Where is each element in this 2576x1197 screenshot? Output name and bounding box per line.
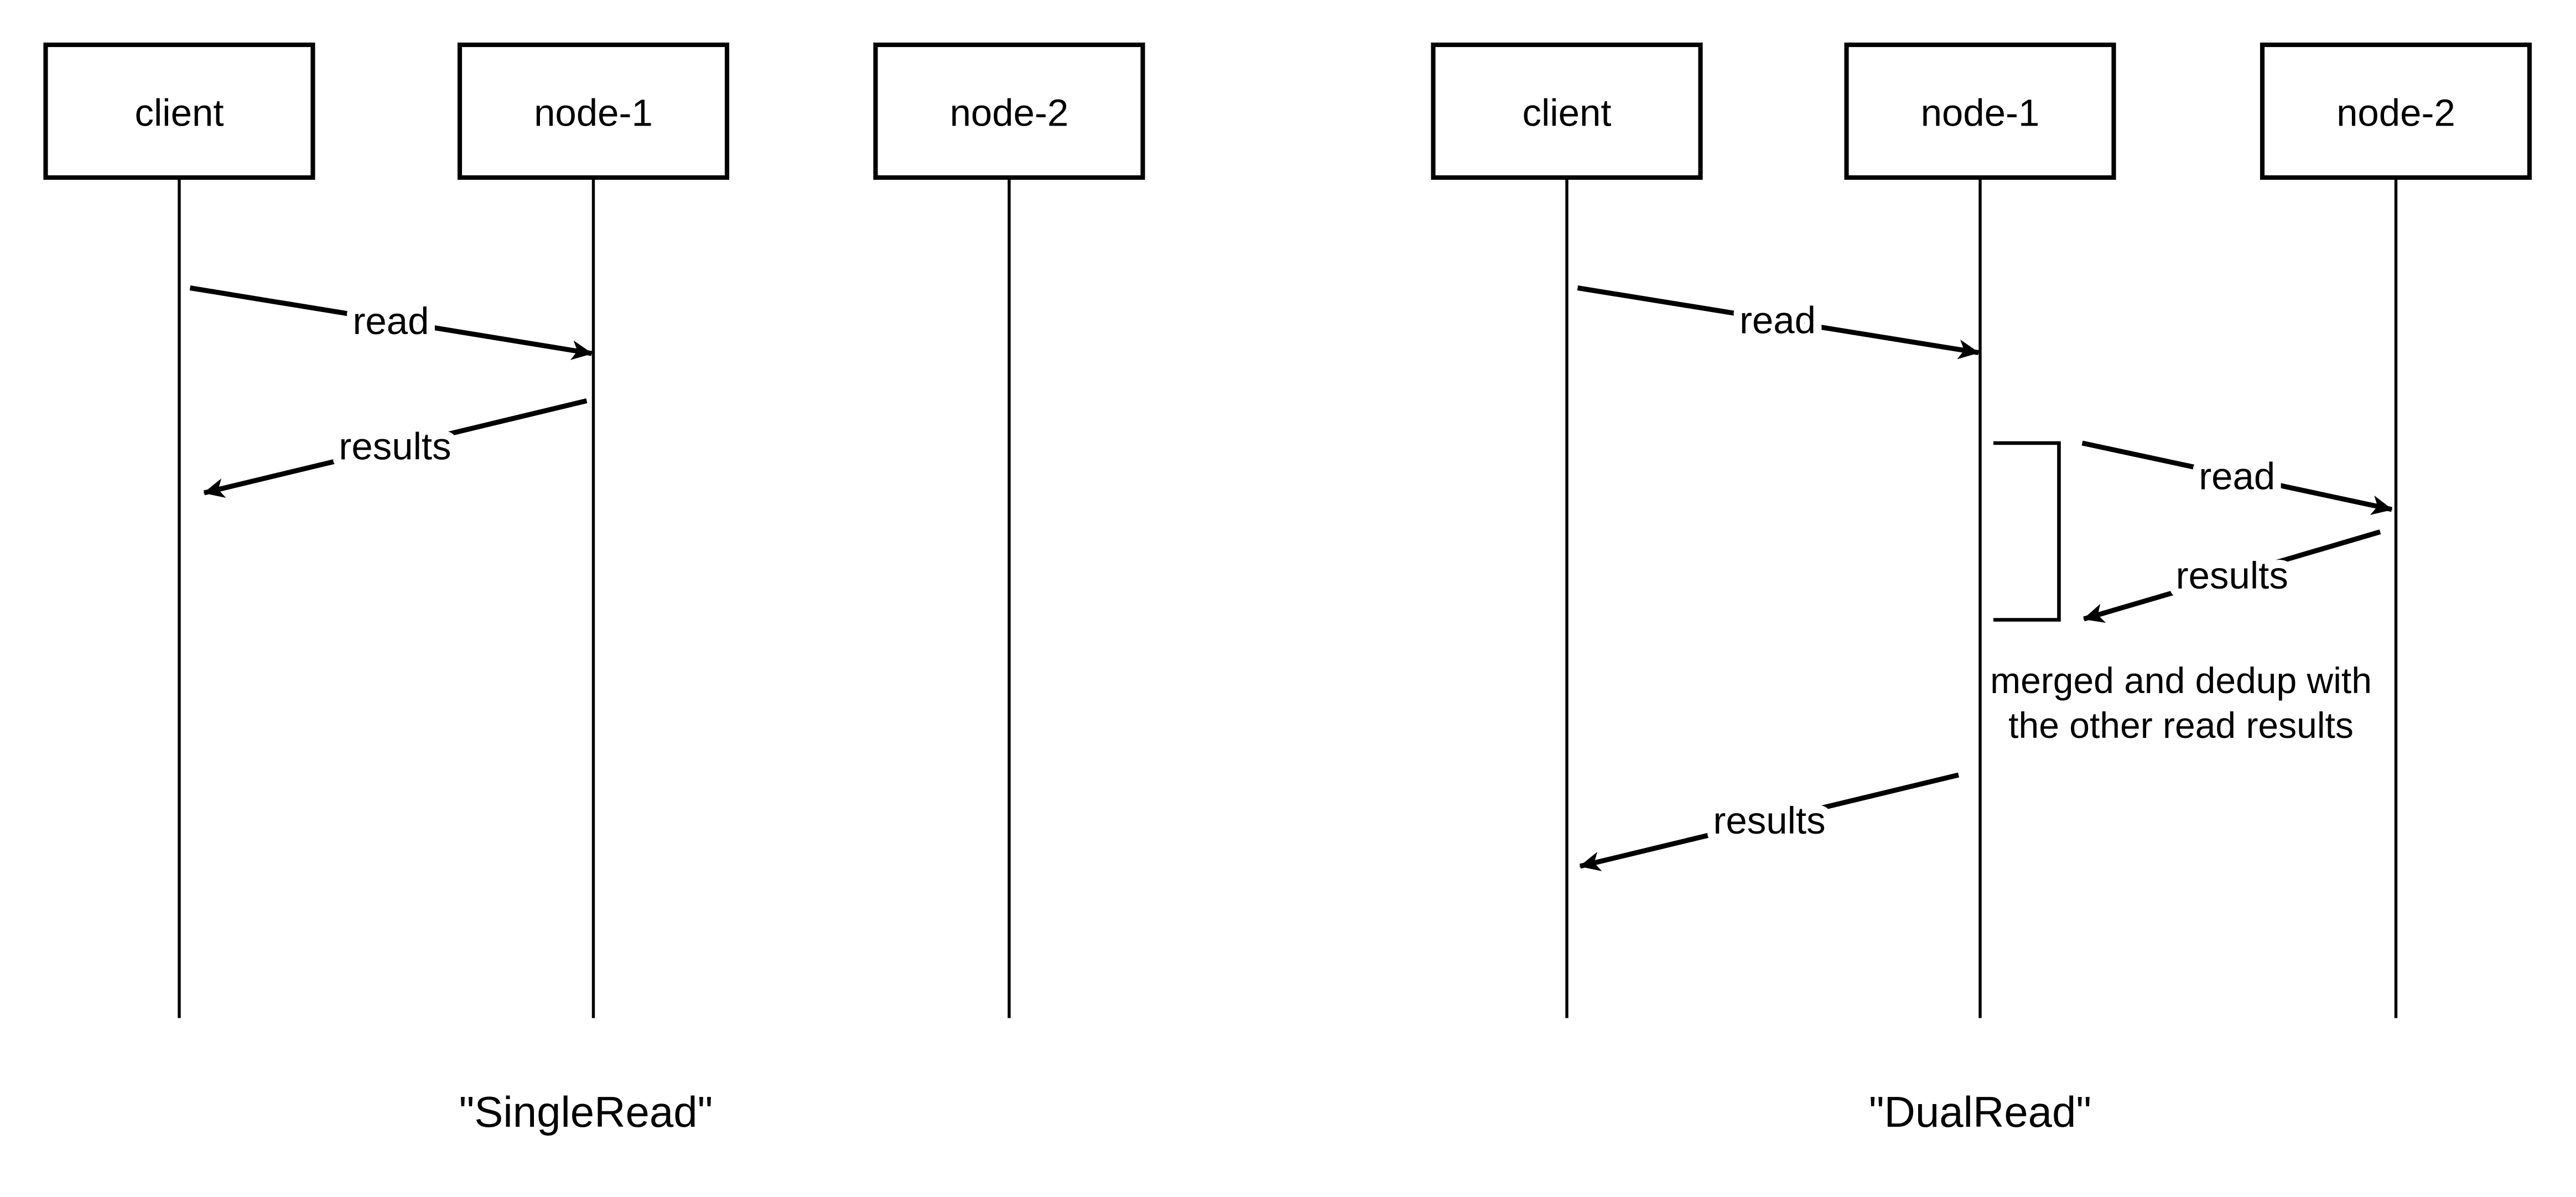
message-label-results-node2-node1: results [2176,554,2288,597]
message-label-results-node1-client: results [1713,799,1825,842]
actor-label-node-1: node-1 [1921,92,2040,134]
message-arrow-read-client-node1 [1577,285,1980,360]
actor-box-node-2 [2260,42,2532,180]
actor-box-node-2 [873,42,1145,180]
actor-label-node-2: node-2 [950,92,1069,134]
actor-box-node-1 [1844,42,2116,180]
message-label-read-node1-node2: read [2199,455,2275,498]
caption-dualread: "DualRead" [1869,1087,2091,1136]
actor-label-node-2: node-2 [2336,92,2455,134]
actor-label-client: client [1522,92,1611,134]
message-label-read: read [352,300,429,342]
actor-box-node-1 [457,42,730,180]
message-label-results: results [339,425,451,468]
note-line-2: the other read results [2008,705,2354,746]
message-arrow-results-node1-client [1579,772,1960,871]
actor-label-node-1: node-1 [534,92,653,134]
actor-label-client: client [134,92,224,134]
actor-box-client [1431,42,1703,180]
activation-bracket [1993,441,2061,622]
message-arrow-read [189,285,593,360]
message-label-read-client-node1: read [1739,299,1816,342]
note-line-1: merged and dedup with [1990,660,2372,701]
singleread-diagram: client node-1 node-2 read results "Singl… [43,42,1145,1136]
dualread-diagram: client node-1 node-2 read read results m… [1431,42,2532,1136]
message-arrow-results-node2-node1 [2082,529,2381,623]
caption-singleread: "SingleRead" [459,1087,713,1136]
message-arrow-read-node1-node2 [2081,440,2393,515]
actor-box-client [43,42,315,180]
message-arrow-results [203,398,588,498]
